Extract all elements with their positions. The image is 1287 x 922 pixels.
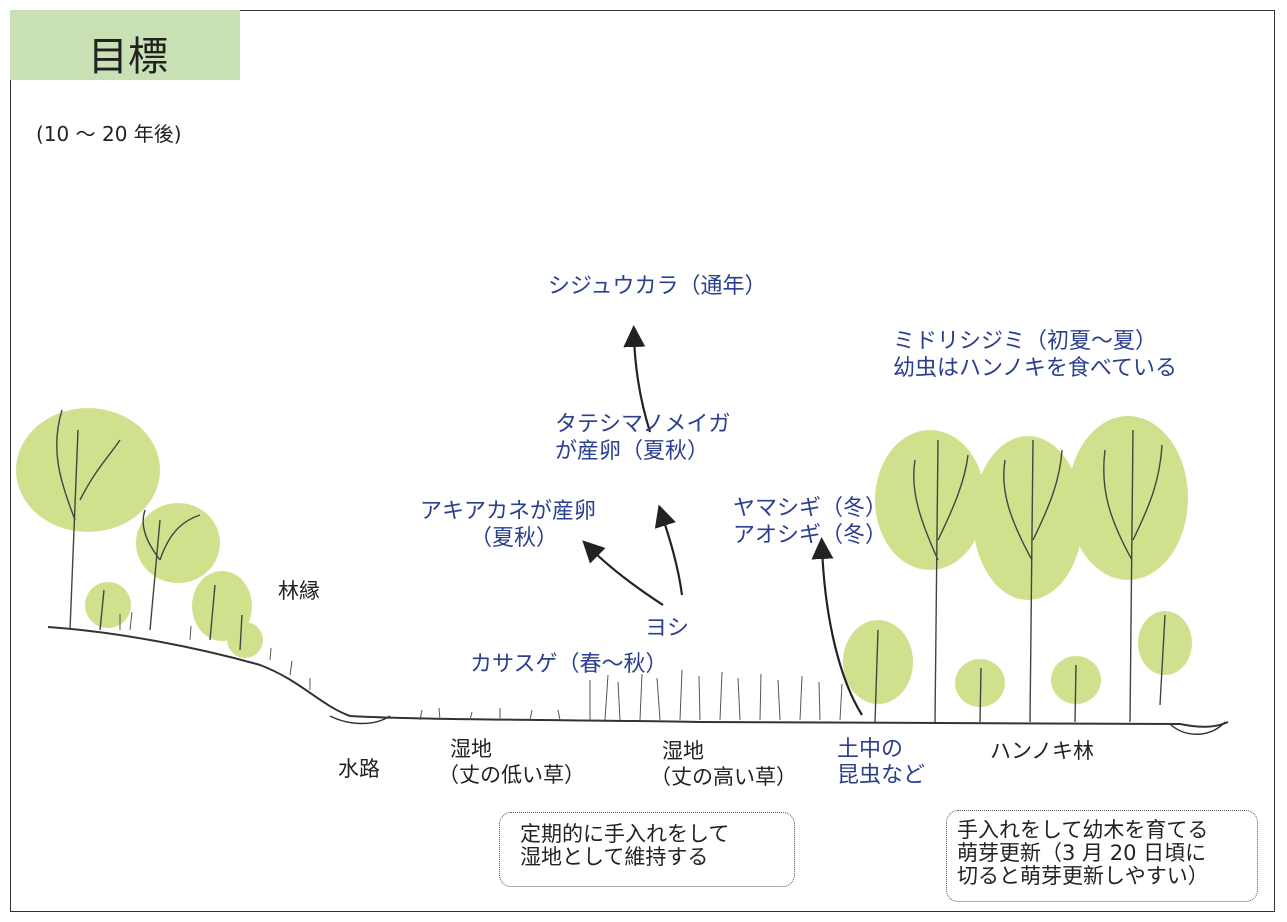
canopy-blob bbox=[1138, 611, 1192, 675]
note-wetland-line2: 湿地として維持する bbox=[520, 845, 709, 870]
note-wetland-line1: 定期的に手入れをして bbox=[520, 822, 730, 846]
label-yoshi: ヨシ bbox=[645, 616, 690, 641]
label-midorishijimi: ミドリシジミ（初夏～夏） bbox=[893, 329, 1158, 354]
relationship-arrows bbox=[582, 325, 863, 716]
canopy-blob bbox=[192, 571, 252, 641]
canopy-blob bbox=[1068, 416, 1188, 580]
diagram-frame bbox=[10, 10, 1275, 912]
canopy-blob bbox=[973, 436, 1083, 600]
note-forest-line1: 手入れをして幼木を育てる bbox=[957, 818, 1209, 842]
arrow-to-shigi bbox=[811, 537, 863, 716]
label-kasasuge: カサスゲ（春～秋） bbox=[470, 652, 668, 677]
label-konchu-2: 昆虫など bbox=[837, 763, 926, 788]
period-label: (10 ～ 20 年後) bbox=[36, 122, 182, 146]
canopy-blob bbox=[16, 408, 160, 532]
label-konchu: 土中の bbox=[837, 737, 904, 762]
canopy-blob bbox=[955, 659, 1005, 707]
title-box: 目標 bbox=[10, 10, 240, 80]
note-forest: 手入れをして幼木を育てる 萌芽更新（3 月 20 日頃に 切ると萌芽更新しやすい… bbox=[946, 810, 1258, 902]
label-aoshigi: アオシギ（冬） bbox=[733, 523, 888, 548]
label-shijukara: シジュウカラ（通年） bbox=[548, 274, 767, 299]
note-wetland: 定期的に手入れをして 湿地として維持する bbox=[499, 812, 795, 887]
waterway bbox=[329, 715, 391, 725]
arrow-to-tateshima bbox=[654, 504, 684, 596]
arrow-to-akiakane bbox=[582, 540, 664, 606]
label-akiakane: アキアカネが産卵 bbox=[420, 499, 597, 524]
label-tateshima: タテシマノメイガ bbox=[555, 412, 731, 437]
grass-sketches bbox=[119, 611, 843, 721]
tree-sketches bbox=[56, 409, 1166, 723]
canopy-blob bbox=[843, 620, 913, 704]
zone-suiro: 水路 bbox=[338, 757, 380, 781]
canopy-blob bbox=[136, 503, 220, 583]
zone-shitchi-high-desc: （丈の高い草） bbox=[650, 765, 797, 789]
label-akiakane-season: （夏秋） bbox=[470, 526, 559, 551]
zone-shitchi-low-desc: （丈の低い草） bbox=[438, 763, 585, 787]
arrow-to-shijukara bbox=[623, 325, 652, 433]
page-title: 目標 bbox=[88, 34, 168, 80]
ground-line bbox=[47, 626, 1229, 728]
label-tateshima-note: が産卵（夏秋） bbox=[555, 439, 710, 464]
canopy-blob bbox=[875, 430, 985, 570]
note-forest-line3: 切ると萌芽更新しやすい） bbox=[957, 864, 1209, 889]
waterway-right bbox=[1169, 721, 1226, 735]
label-yamashigi: ヤマシギ（冬） bbox=[733, 496, 888, 521]
canopy-blob bbox=[227, 622, 263, 658]
canopy-blob bbox=[85, 582, 131, 628]
zone-shitchi-high: 湿地 bbox=[662, 739, 704, 763]
zone-shitchi-low: 湿地 bbox=[450, 737, 492, 761]
note-forest-line2: 萌芽更新（3 月 20 日頃に bbox=[957, 841, 1207, 866]
zone-rinen: 林縁 bbox=[278, 579, 320, 603]
zone-hannoki: ハンノキ林 bbox=[990, 739, 1094, 763]
label-midorishijimi-note: 幼虫はハンノキを食べている bbox=[893, 356, 1178, 381]
